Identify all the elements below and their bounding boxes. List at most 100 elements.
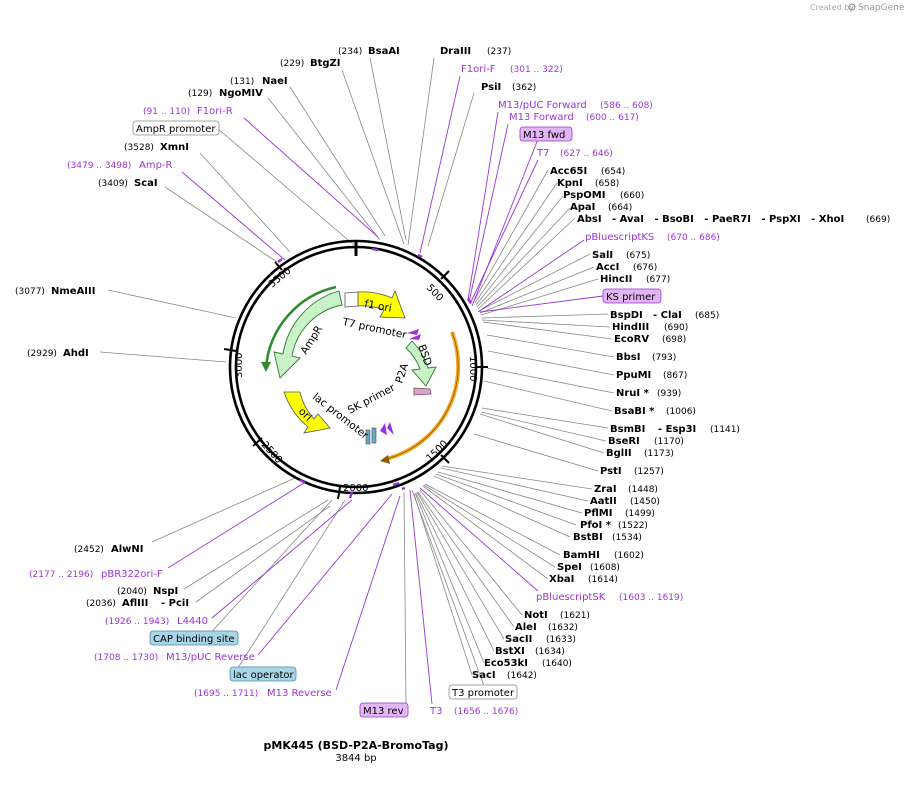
t7-promoter-feature[interactable] [344,291,359,308]
ks-primer-label[interactable]: KS primer [606,292,656,303]
enzyme-name[interactable]: EcoRV [614,334,649,345]
enzyme-name[interactable]: NruI * [616,388,650,399]
enzyme-name[interactable]: HindIII [612,322,649,333]
enzyme-name[interactable]: NgoMIV [219,88,263,99]
enzyme-name[interactable]: KpnI [557,178,583,189]
enzyme-name[interactable]: NaeI [262,76,288,87]
tick-label-500: 500 [424,282,445,303]
primer-range: (1656 .. 1676) [454,707,518,717]
enzyme-name[interactable]: ApaI [570,202,595,213]
primer-name[interactable]: M13/pUC Reverse [166,652,255,663]
enzyme-name[interactable]: PstI [600,466,622,477]
enzyme-pos: (1534) [612,533,642,543]
enzyme-name[interactable]: BseRI [608,436,640,447]
enzyme-name[interactable]: PflMI [584,508,612,519]
enzyme-name[interactable]: SalI [592,250,613,261]
primer-name[interactable]: L4440 [177,616,208,627]
primer-name[interactable]: M13 Reverse [267,688,332,699]
enzyme-name[interactable]: AatII [590,496,617,507]
enzyme-name[interactable]: - AvaI - BsoBI - PaeR7I - PspXI - XhoI [612,214,844,225]
feature-arcs [261,285,461,464]
enzyme-name[interactable]: DraIII [440,46,471,57]
enzyme-pos: (1173) [644,449,674,459]
primer-range: (2177 .. 2196) [29,570,93,580]
enzyme-name[interactable]: AhdI [63,348,89,359]
enzyme-name[interactable]: Acc65I [550,166,587,177]
primer-range: (670 .. 686) [667,233,720,243]
enzyme-pos: (677) [646,275,670,285]
primer-name[interactable]: Amp-R [139,160,173,171]
p2a-feature[interactable] [413,387,432,396]
enzyme-name[interactable]: BglII [606,448,632,459]
primer-name[interactable]: M13/pUC Forward [498,100,587,111]
enzyme-name[interactable]: NotI [524,610,548,621]
enzyme-pos: (690) [664,323,688,333]
enzyme-name[interactable]: HincII [600,274,632,285]
f1-ori-feature[interactable] [357,289,406,319]
enzyme-name[interactable]: BstBI [573,532,603,543]
enzyme-name[interactable]: - ClaI [653,310,682,321]
m13-rev-label[interactable]: M13 rev [363,706,404,717]
enzyme-name[interactable]: - PciI [161,598,189,609]
enzyme-name[interactable]: BtgZI [310,58,341,69]
cap-binding-site-label[interactable]: CAP binding site [153,634,235,645]
primer-name[interactable]: pBluescriptSK [536,592,606,603]
enzyme-name[interactable]: AlwNI [111,544,144,555]
lac-operator-label[interactable]: lac operator [233,670,294,681]
enzyme-name[interactable]: BsaBI * [614,406,655,417]
primer-name[interactable]: F1ori-R [197,106,233,117]
enzyme-name[interactable]: PspOMI [563,190,605,201]
enzyme-name[interactable]: AflIII [122,598,148,609]
primer-range: (586 .. 608) [600,101,653,111]
enzyme-name[interactable]: ScaI [134,178,158,189]
enzyme-name[interactable]: - Esp3I [658,424,696,435]
enzyme-name[interactable]: PsiI [481,82,501,93]
ori-feature[interactable] [283,391,331,434]
enzyme-name[interactable]: BbsI [616,352,640,363]
enzyme-name[interactable]: AleI [515,622,537,633]
enzyme-name[interactable]: XbaI [549,574,574,585]
enzyme-name[interactable]: BsmBI [610,424,645,435]
primer-name[interactable]: T3 [429,706,442,717]
primer-name[interactable]: pBluescriptKS [585,232,654,243]
enzyme-pos: (1632) [548,623,578,633]
bsd-feature[interactable] [405,340,437,387]
enzyme-pos: (129) [188,89,212,99]
m13-fwd-label[interactable]: M13 fwd [523,130,565,141]
enzyme-pos: (1614) [588,575,618,585]
enzyme-name[interactable]: NmeAIII [51,286,95,297]
enzyme-name[interactable]: PpuMI [616,370,651,381]
enzyme-name[interactable]: PfoI * [580,520,612,531]
enzyme-name[interactable]: BspDI [610,310,643,321]
enzyme-name[interactable]: NspI [153,586,178,597]
feature-label-f1-ori: f1 ori [363,298,392,315]
primer-name[interactable]: M13 Forward [509,112,574,123]
enzyme-pos: (793) [652,353,676,363]
ampr-feature[interactable] [273,290,343,379]
enzyme-name[interactable]: BsaAI [368,46,400,57]
plasmid-size: 3844 bp [335,753,376,764]
enzyme-name[interactable]: SacII [505,634,532,645]
enzyme-pos: (669) [866,215,890,225]
enzyme-name[interactable]: SpeI [557,562,582,573]
primer-range: (600 .. 617) [586,113,639,123]
primer-name[interactable]: pBR322ori-F [101,569,163,580]
enzyme-name[interactable]: XmnI [160,142,189,153]
boxed-labels: AmpR promoter M13 fwd KS primer CAP bind… [132,120,662,718]
primer-name[interactable]: F1ori-F [461,64,496,75]
enzyme-name[interactable]: Eco53kI [484,658,528,669]
leader-lines [99,57,615,705]
enzyme-name[interactable]: AbsI [577,214,602,225]
enzyme-pos: (1522) [618,521,648,531]
enzyme-pos: (1640) [542,659,572,669]
enzyme-name[interactable]: AccI [596,262,619,273]
enzyme-name[interactable]: SacI [472,670,496,681]
enzyme-name[interactable]: ZraI [594,484,617,495]
ampr-promoter-label[interactable]: AmpR promoter [136,124,216,135]
enzyme-pos: (867) [663,371,687,381]
snapgene-logo-icon [848,3,856,11]
primer-name[interactable]: T7 [536,148,549,159]
enzyme-name[interactable]: BstXI [495,646,525,657]
t3-promoter-label[interactable]: T3 promoter [451,688,515,699]
enzyme-name[interactable]: BamHI [563,550,600,561]
